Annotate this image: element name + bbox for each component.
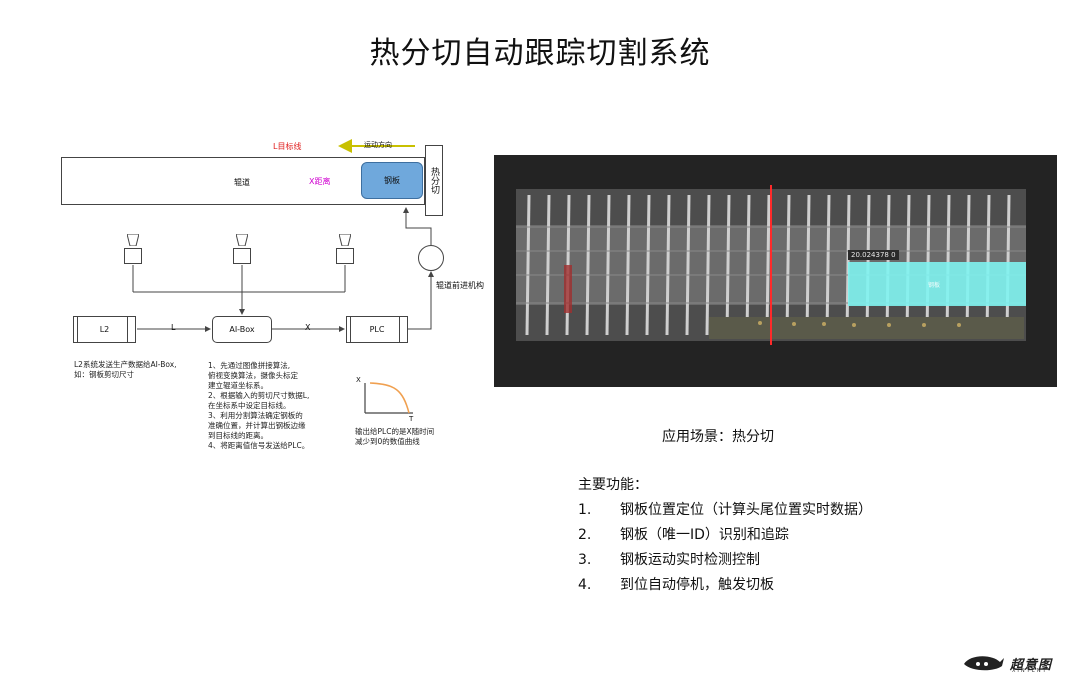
hot-cutter-label: 热分切 [428,167,440,194]
roller-drive-icon [418,245,444,271]
edge-label-x: X [305,323,310,332]
camera-body [336,248,354,264]
feature-item: 1.钢板位置定位（计算头尾位置实时数据） [578,499,872,519]
robot-logo-icon [962,652,1006,674]
camera-body [233,248,251,264]
feature-item: 4.到位自动停机，触发切板 [578,574,774,594]
roller-track-label: 辊道 [234,177,250,188]
detection-value-label: 20.024378 0 [848,250,899,260]
system-diagram: 辊道 钢板 热分切 L目标线 X距离 运动方向 辊道前进机构 L2 AI-Box… [0,0,480,470]
camera-lens-icon [339,234,351,246]
steel-plate: 钢板 [361,162,423,199]
detection-class-label: 钢板 [928,280,940,289]
graph-axis-x: X [356,376,361,384]
ai-box: AI-Box [212,316,272,343]
graph-axis-t: T [409,415,413,423]
feature-item: 2.钢板（唯一ID）识别和追踪 [578,524,789,544]
edge-label-l: L [171,323,175,332]
note-l2: L2系统发送生产数据给AI-Box, 如：钢板剪切尺寸 [74,360,177,380]
camera-lens-icon [236,234,248,246]
brand-subtitle: XINTENT [1012,668,1048,674]
camera-body [124,248,142,264]
feature-item: 3.钢板运动实时检测控制 [578,549,760,569]
roller-drive-label: 辊道前进机构 [436,280,484,291]
plc-label: PLC [370,325,385,334]
x-distance-label: X距离 [309,176,330,187]
l2-label: L2 [100,325,110,334]
note-steps: 1、先通过图像拼接算法, 俯视变换算法，摄像头标定 建立辊道坐标系。 2、根据输… [208,361,309,451]
plc-box: PLC [346,316,408,343]
direction-label: 运动方向 [364,140,392,150]
features-title: 主要功能： [578,474,648,494]
hot-cutter: 热分切 [425,145,443,216]
camera-lens-icon [127,234,139,246]
application-scene: 应用场景：热分切 [662,426,774,446]
note-graph: 输出给PLC的是X随时间 减少到0的数值曲线 [355,427,434,447]
l2-system: L2 [73,316,136,343]
target-line-label: L目标线 [273,141,301,152]
